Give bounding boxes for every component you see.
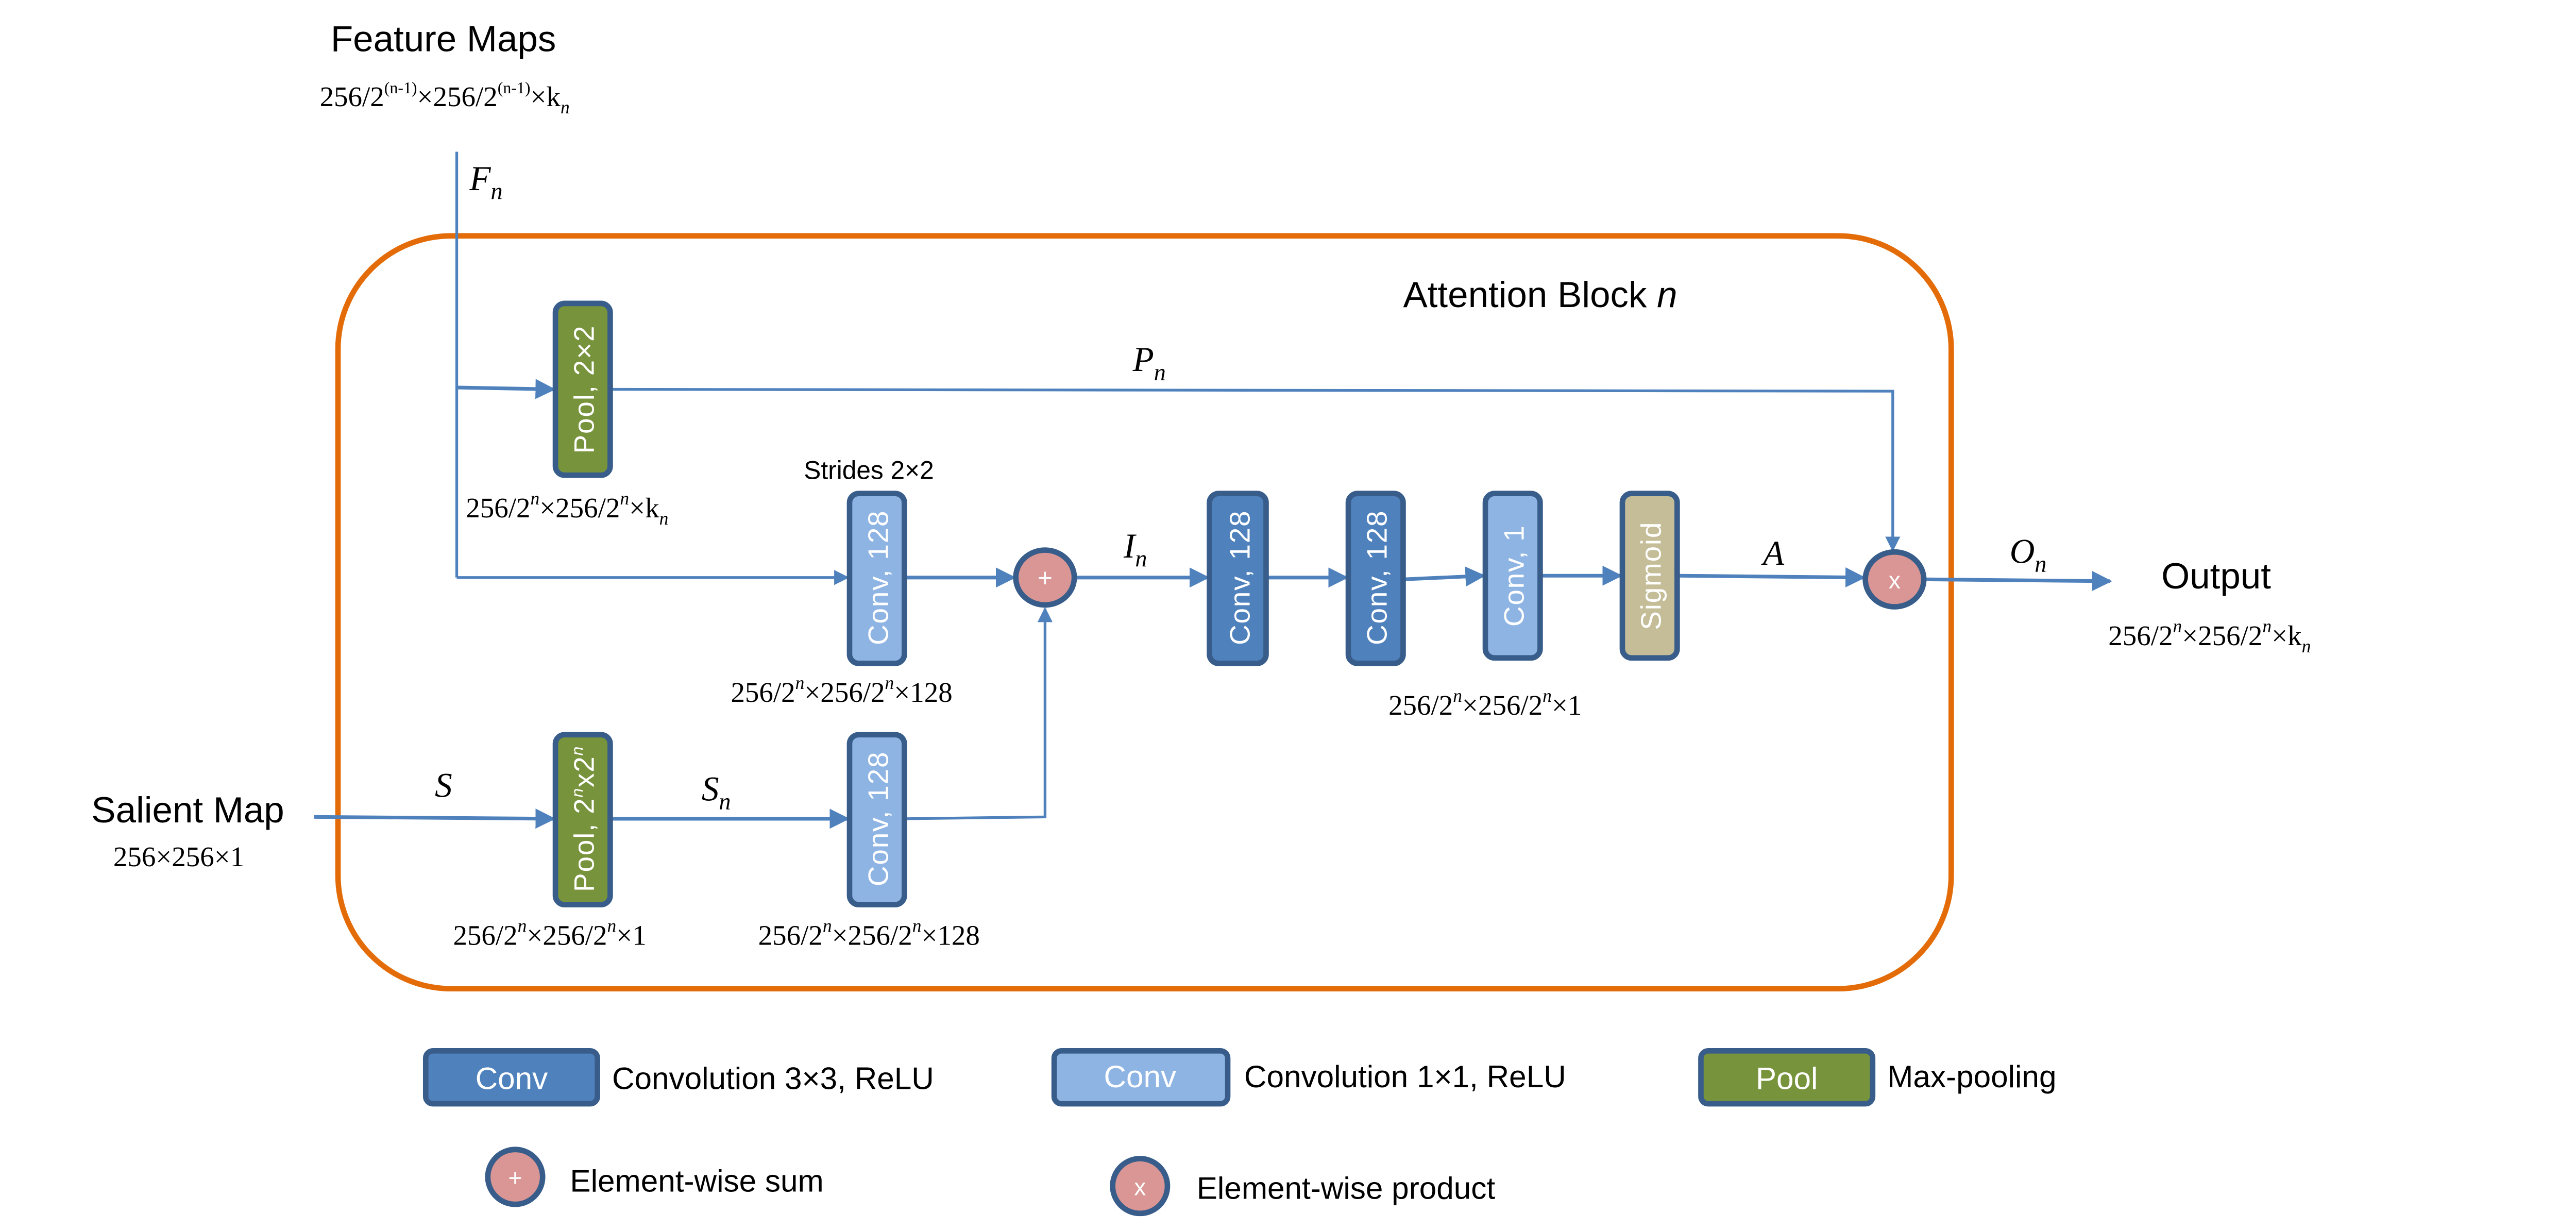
pool-bottom-dims: 256/2n×256/2n×1 [453, 916, 646, 951]
svg-text:Max-pooling: Max-pooling [1887, 1059, 2056, 1094]
svg-text:Convolution 1×1, ReLU: Convolution 1×1, ReLU [1244, 1059, 1566, 1094]
svg-text:Element-wise sum: Element-wise sum [570, 1163, 823, 1198]
conv-a-node: Conv, 128 [1207, 491, 1269, 666]
conv-salient-node: Conv, 128 [846, 732, 907, 907]
feature-maps-title: Feature Maps [331, 19, 556, 60]
conv-stride-node: Conv, 128 [846, 491, 907, 666]
legend-item-product: x Element-wise product [1110, 1156, 1496, 1217]
pool-2x2-node: Pool, 2×2 [552, 300, 613, 478]
output-dims: 256/2n×256/2n×kn [2108, 616, 2311, 656]
svg-text:Sigmoid: Sigmoid [1635, 521, 1667, 630]
conv-salient-dims: 256/2n×256/2n×128 [758, 916, 980, 951]
times-icon: x [1889, 567, 1901, 594]
legend-item-conv1x1: Conv Convolution 1×1, ReLU [1051, 1048, 1566, 1107]
strides-label: Strides 2×2 [804, 456, 934, 484]
pn-skip-line [610, 387, 1901, 552]
fn-label: Fn [469, 159, 502, 205]
svg-text:Pool: Pool [1756, 1061, 1818, 1096]
salient-map-title: Salient Map [91, 790, 284, 831]
sigmoid-node: Sigmoid [1619, 491, 1680, 661]
svg-text:Element-wise product: Element-wise product [1197, 1170, 1496, 1205]
salient-conv-to-sum-line [904, 607, 1053, 820]
times-icon: x [1134, 1173, 1146, 1200]
svg-text:Pool, 2nx2n: Pool, 2nx2n [568, 746, 600, 892]
fn-to-pool-arrow [456, 379, 556, 399]
output-title: Output [2161, 556, 2271, 597]
sigmoid-to-product-arrow [1677, 567, 1866, 587]
attention-map-dims: 256/2n×256/2n×1 [1388, 685, 1582, 721]
salient-to-pool-arrow [314, 808, 556, 829]
a-label: A [1761, 534, 1785, 572]
svg-text:Conv, 128: Conv, 128 [1361, 510, 1393, 645]
svg-text:Convolution 3×3, ReLU: Convolution 3×3, ReLU [612, 1061, 934, 1096]
pool-2n-node: Pool, 2nx2n [552, 732, 613, 907]
conv-b-node: Conv, 128 [1345, 491, 1406, 666]
svg-text:Conv: Conv [476, 1061, 548, 1096]
svg-text:Pool, 2×2: Pool, 2×2 [568, 325, 600, 454]
in-label: In [1123, 527, 1147, 572]
svg-text:Conv, 1: Conv, 1 [1498, 525, 1530, 627]
product-node: x [1862, 549, 1927, 610]
on-label: On [2010, 532, 2047, 577]
feature-maps-dims: 256/2(n-1)×256/2(n-1)×kn [320, 79, 570, 117]
conv-b-to-conv-c-arrow [1403, 566, 1486, 587]
legend-item-pool: Pool Max-pooling [1698, 1048, 2056, 1107]
svg-text:Conv, 128: Conv, 128 [862, 510, 894, 645]
pn-label: Pn [1132, 340, 1166, 385]
pool-top-dims: 256/2n×256/2n×kn [466, 488, 668, 529]
sn-label: Sn [702, 769, 731, 815]
legend: Conv Convolution 3×3, ReLU Conv Convolut… [422, 1048, 2056, 1217]
svg-text:Conv, 128: Conv, 128 [1224, 510, 1256, 645]
sum-node: + [1013, 547, 1077, 608]
plus-icon: + [1038, 564, 1053, 593]
legend-item-conv3x3: Conv Convolution 3×3, ReLU [422, 1048, 934, 1107]
product-to-output-arrow [1924, 571, 2112, 592]
s-label: S [435, 766, 452, 804]
attention-block-title: Attention Block n [1403, 275, 1677, 315]
legend-item-sum: + Element-wise sum [485, 1147, 824, 1207]
conv-c-node: Conv, 1 [1482, 491, 1543, 661]
svg-text:Conv, 128: Conv, 128 [862, 751, 894, 886]
plus-icon: + [509, 1165, 522, 1191]
salient-map-dims: 256×256×1 [113, 841, 244, 872]
svg-text:Conv: Conv [1104, 1059, 1176, 1094]
conv-stride-dims: 256/2n×256/2n×128 [731, 672, 952, 708]
attention-block-frame [335, 233, 1954, 992]
